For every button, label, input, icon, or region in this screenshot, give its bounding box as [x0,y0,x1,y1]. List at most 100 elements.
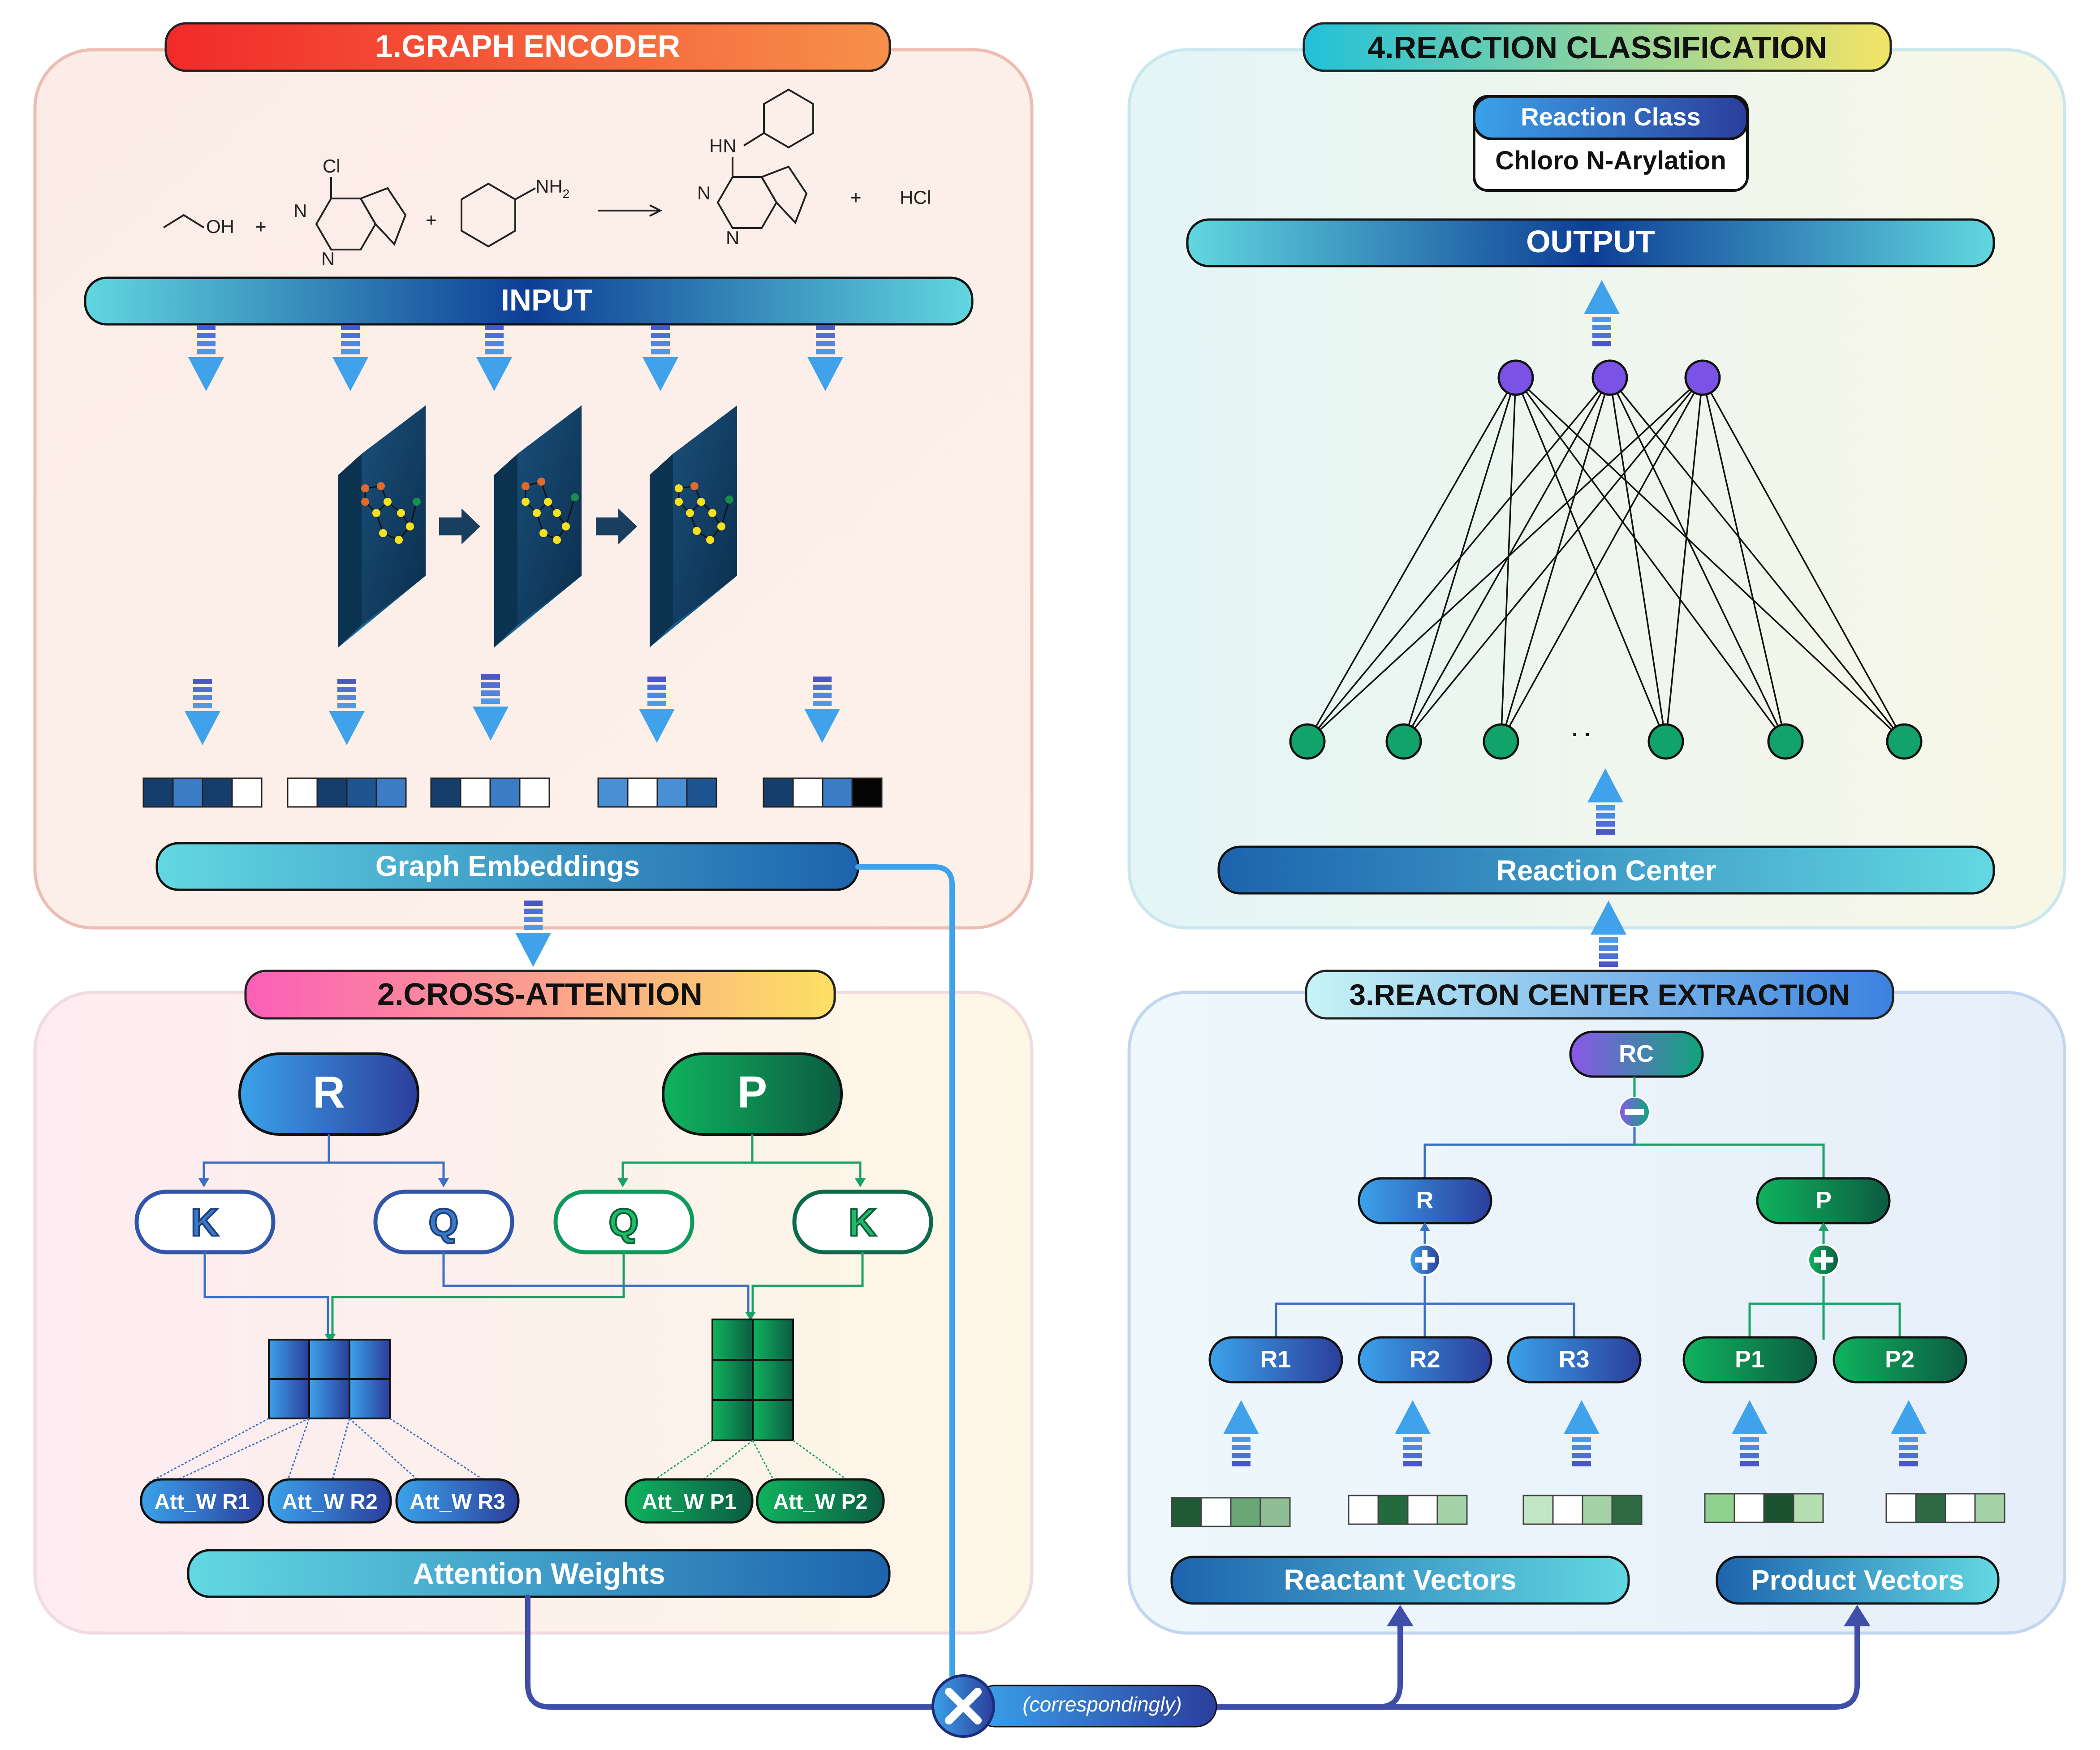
product-vectors-bar [1716,1556,2000,1605]
reaction-center-bar [1217,845,1995,895]
plus-3: + [850,187,862,208]
svg-text:Q: Q [429,1201,459,1244]
attention-r-key: K [134,1190,276,1254]
product-p1-pill [1682,1336,1817,1384]
reaction-class-value: Chloro N-Arylation [1495,146,1726,175]
correspondingly-label: (correspondingly) [1022,1693,1182,1716]
network-edges [1307,377,1905,742]
cl-label: Cl [323,155,341,177]
product-p2-pill [1833,1336,1967,1384]
graph-embeddings-label: Graph Embeddings [375,850,640,882]
product-attention-matrix [711,1319,794,1441]
reactant-vectors-bar [1170,1556,1630,1605]
reactant-vector-1 [1171,1497,1291,1527]
layer-arrow-2 [596,509,637,544]
svg-text:Att_W R3: Att_W R3 [410,1490,505,1514]
attention-r-label: R [313,1067,345,1117]
reactant-r2-label: R2 [1409,1346,1440,1373]
extraction-p-label: P [1815,1187,1832,1214]
svg-text:Att_W R1: Att_W R1 [154,1490,250,1514]
hcl-label: HCl [900,187,931,208]
gnn-layer-2 [494,405,582,647]
plus-1: + [255,216,267,237]
reactant-r1-pill [1208,1336,1343,1384]
input-node-1 [1289,723,1326,760]
svg-text:K: K [191,1201,219,1244]
input-node-ellipsis: · · [1572,723,1591,746]
cyclopentane-ring-2 [760,165,808,224]
ethanol-bonds [163,214,205,228]
attention-p-label: P [737,1067,768,1117]
reactant-weight-r1: Att_W R1 [140,1478,264,1524]
attention-p-key: K [792,1190,933,1254]
attention-p-query: Q [553,1190,694,1254]
input-label: INPUT [501,283,592,317]
gnn-layer-3 [650,405,737,647]
reactant-up-arrowhead [1419,1222,1430,1231]
product-p2-label: P2 [1885,1346,1915,1373]
cross-attention-title: 2.CROSS-ATTENTION [377,977,703,1012]
layer-arrow-1 [439,509,480,544]
reactant-vector-3 [1522,1495,1643,1525]
product-vector-2 [1885,1493,2005,1523]
svg-text:Att_W R2: Att_W R2 [282,1490,377,1514]
reactant-weight-r3: Att_W R3 [395,1478,520,1524]
hn-label: HN [709,135,737,156]
input-bar [84,276,974,326]
cross-attention-title-bar [244,970,836,1020]
graph-encoder-title: 1.GRAPH ENCODER [375,29,681,64]
input-node-3 [1483,723,1519,760]
nh2-label: NH2 [535,176,569,201]
output-node-3 [1684,359,1721,396]
reactant-r1-label: R1 [1260,1346,1291,1373]
product-p1-label: P1 [1735,1346,1764,1373]
extraction-r-label: R [1416,1187,1434,1214]
attention-r-query: Q [373,1190,514,1254]
gnn-layer-1 [338,405,426,647]
attention-weights-label: Attention Weights [413,1557,665,1590]
product-weight-p1: Att_W P1 [625,1478,754,1524]
rc-label: RC [1619,1040,1654,1067]
n-label-2: N [321,248,335,269]
svg-text:K: K [849,1201,876,1244]
input-node-5 [1767,723,1804,760]
n-label-3: N [697,182,711,203]
embedding-vector-4 [597,777,717,808]
embedding-vector-2 [287,777,407,808]
graph-encoder-panel: 1.GRAPH ENCODER OH + Cl N [33,22,1034,930]
classification-title-bar [1302,22,1892,72]
embedding-vector-5 [763,777,883,808]
input-node-4 [1647,723,1684,760]
graph-encoder-title-bar [164,22,891,72]
reaction-classification-panel: 4.REACTION CLASSIFICATION Reaction Class… [1127,22,2066,930]
reactant-vector-2 [1348,1495,1468,1525]
input-node-2 [1385,723,1422,760]
input-node-6 [1886,723,1923,760]
reactant-r3-pill [1507,1336,1642,1384]
classification-title: 4.REACTION CLASSIFICATION [1367,30,1827,65]
output-node-2 [1591,359,1628,396]
reactant-weight-r2: Att_W R2 [267,1478,392,1524]
reactant-vectors-label: Reactant Vectors [1284,1564,1516,1596]
reactant-weight-fan [147,1418,489,1484]
svg-text:Q: Q [609,1201,639,1244]
rc-pill [1569,1030,1704,1078]
product-vectors-arrowhead [1844,1605,1871,1626]
multiply-node: (correspondingly) [931,1674,1217,1738]
product-weight-fan [649,1440,852,1484]
reaction-equation [163,88,814,250]
n-label-4: N [726,227,739,248]
reaction-center-extraction-panel: 3.REACTON CENTER EXTRACTION RC R P [1127,901,2066,1635]
embedding-vector-1 [142,777,263,808]
reactant-r2-pill [1358,1336,1492,1384]
reaction-class-header-text: Reaction Class [1521,103,1701,131]
oh-label: OH [206,216,234,237]
reactant-attention-matrix [268,1339,391,1419]
svg-text:Att_W P2: Att_W P2 [773,1490,868,1514]
cyclopentane-ring-1 [359,187,407,246]
output-label: OUTPUT [1526,224,1655,259]
extraction-title-bar [1305,970,1894,1020]
reaction-class-header [1473,95,1749,140]
plus-2: + [426,209,437,230]
reaction-center-label: Reaction Center [1496,854,1716,887]
